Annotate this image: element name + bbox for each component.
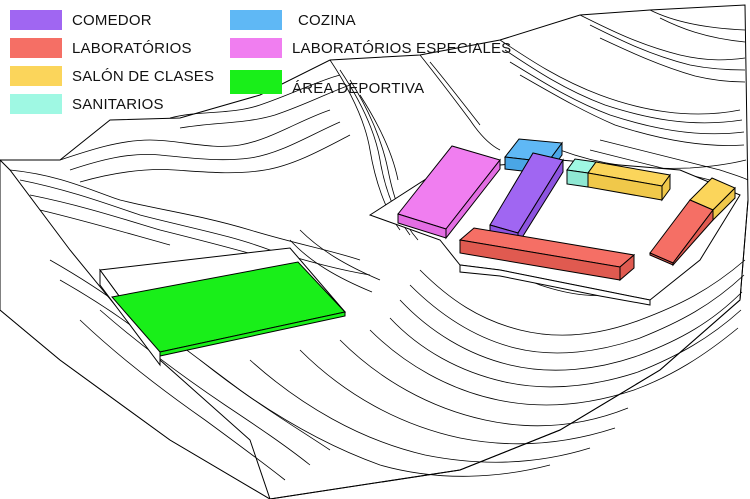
legend-item-area-deportiva: ÁREA DEPORTIVA bbox=[230, 66, 424, 97]
legend-label-laboratorios: LABORATÓRIOS bbox=[72, 39, 192, 57]
legend-swatch-sanitarios bbox=[10, 94, 62, 114]
legend-item-lab-especiales: LABORATÓRIOS ESPECIALES bbox=[230, 38, 511, 58]
legend-swatch-cozina bbox=[230, 10, 282, 30]
legend-item-sanitarios: SANITARIOS bbox=[10, 94, 164, 114]
lab-right-side bbox=[672, 208, 714, 267]
legend-label-sanitarios: SANITARIOS bbox=[72, 95, 164, 113]
sanitarios-front bbox=[566, 169, 589, 188]
legend-item-laboratorios: LABORATÓRIOS bbox=[10, 38, 192, 58]
salon-upper-side bbox=[661, 173, 671, 202]
legend-swatch-comedor bbox=[10, 10, 62, 30]
legend-swatch-lab-especiales bbox=[230, 38, 282, 58]
lab-bottom-side bbox=[619, 253, 635, 282]
legend-item-comedor: COMEDOR bbox=[10, 10, 152, 30]
legend-label-lab-especiales: LABORATÓRIOS ESPECIALES bbox=[292, 39, 512, 57]
legend-label-area-deportiva: ÁREA DEPORTIVA bbox=[292, 80, 425, 97]
legend-swatch-laboratorios bbox=[10, 38, 62, 58]
legend-label-salon: SALÓN DE CLASES bbox=[72, 67, 215, 85]
legend-item-cozina: COZINA bbox=[230, 10, 356, 30]
area-deportiva-edge bbox=[159, 311, 346, 357]
building-platform-edge bbox=[459, 264, 651, 306]
lab-especiales-side bbox=[445, 158, 501, 240]
legend-label-cozina: COZINA bbox=[298, 11, 356, 29]
legend-item-salon: SALÓN DE CLASES bbox=[10, 66, 214, 86]
legend-swatch-area-deportiva bbox=[230, 69, 282, 94]
legend-swatch-salon bbox=[10, 66, 62, 86]
legend-label-comedor: COMEDOR bbox=[72, 11, 152, 29]
